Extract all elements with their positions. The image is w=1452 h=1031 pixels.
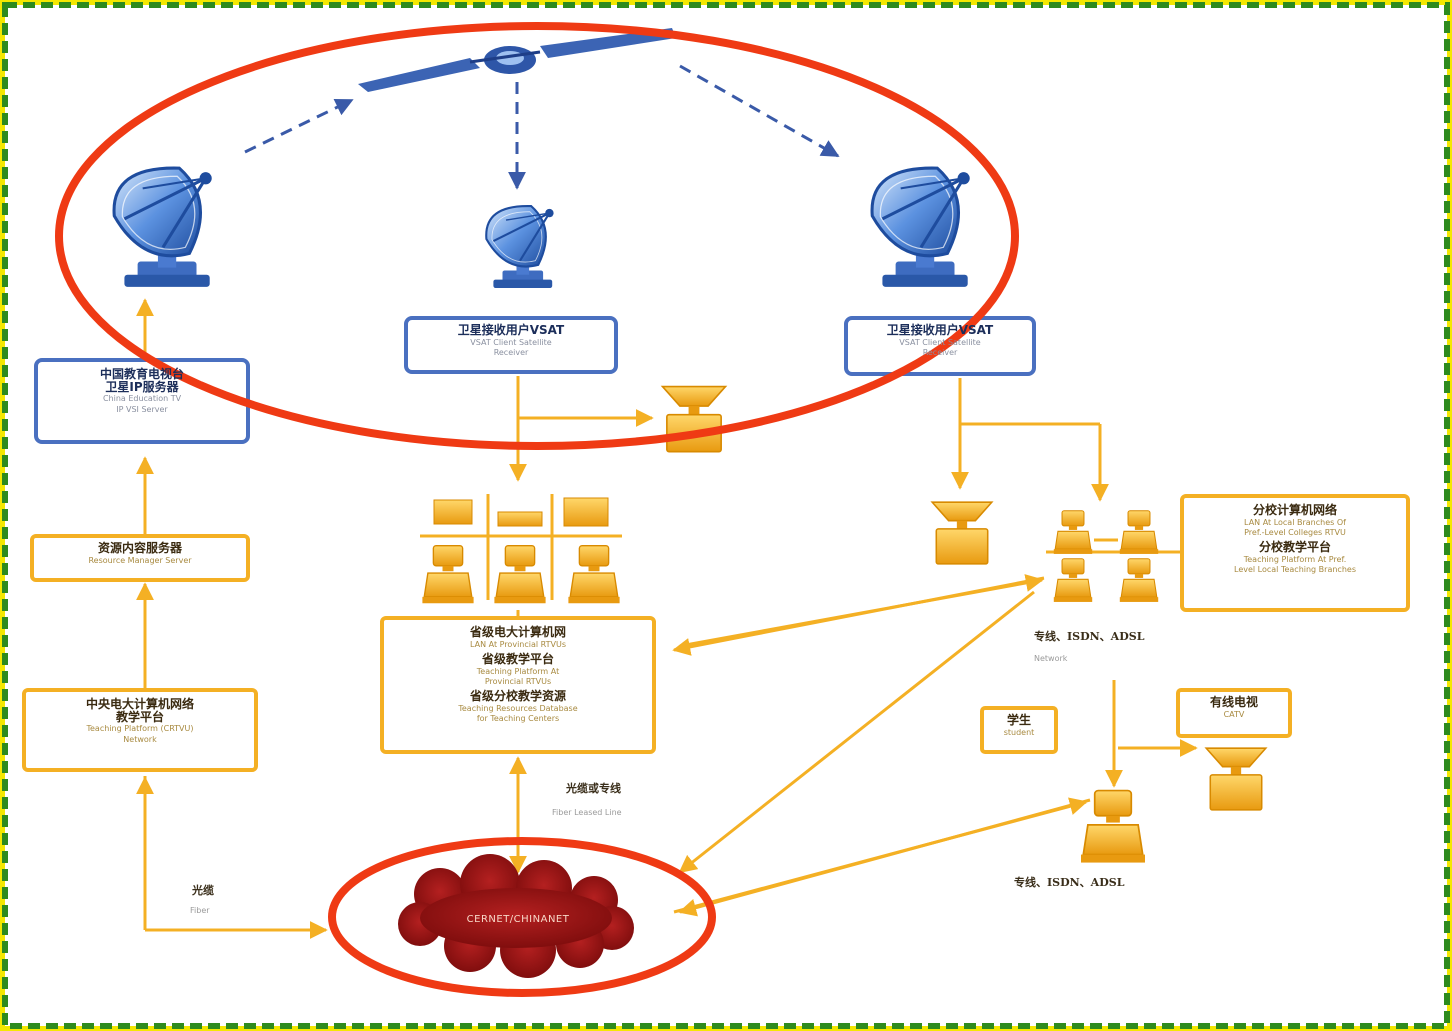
student-zh: 学生 bbox=[1006, 713, 1031, 727]
network-cloud-icon bbox=[398, 854, 634, 978]
central-platform-zh2: 教学平台 bbox=[115, 709, 164, 724]
fiber-label: 光缆 bbox=[192, 884, 214, 897]
provincial-en1: LAN At Provincial RTVUs bbox=[469, 639, 567, 649]
cloud-label: CERNET/CHINANET bbox=[466, 914, 570, 925]
tv-set-icon bbox=[661, 385, 727, 453]
central-platform-zh1: 中央电大计算机网络 bbox=[85, 697, 194, 711]
left-server-text: 中国教育电视台 卫星IP服务器 China Education TV IP VS… bbox=[40, 368, 244, 414]
cable-tv-en: CATV bbox=[1223, 709, 1245, 719]
branch-en1a: LAN At Local Branches Of bbox=[1244, 517, 1346, 527]
provincial-zh2: 省级教学平台 bbox=[481, 651, 554, 666]
sat-receiver-1-box bbox=[404, 316, 618, 374]
cable-tv-box bbox=[1176, 688, 1292, 738]
provincial-en3a: Teaching Resources Database bbox=[458, 703, 578, 713]
provincial-en2a: Teaching Platform At bbox=[476, 666, 560, 676]
highlight-cloud-ellipse bbox=[328, 837, 716, 997]
resource-service-text: 资源内容服务器 Resource Manager Server bbox=[36, 542, 244, 565]
provincial-en3b: for Teaching Centers bbox=[476, 714, 560, 724]
sat-receiver-2-en1: VSAT Client Satellite bbox=[899, 337, 981, 347]
computer-terminal-icon bbox=[563, 497, 609, 527]
orange-connectors bbox=[136, 298, 1198, 939]
branch-zh2: 分校教学平台 bbox=[1258, 540, 1331, 555]
access-bottom-label: 专线、ISDN、ADSL bbox=[1014, 876, 1125, 889]
provincial-box bbox=[380, 616, 656, 754]
sat-receiver-2-en2: Receiver bbox=[922, 347, 958, 357]
cable-tv-zh: 有线电视 bbox=[1209, 695, 1258, 709]
access-top-label: 专线、ISDN、ADSL bbox=[1034, 630, 1145, 643]
student-text: 学生 student bbox=[986, 714, 1052, 737]
provincial-zh3: 省级分校教学资源 bbox=[469, 689, 566, 704]
left-server-zh2: 卫星IP服务器 bbox=[105, 379, 179, 394]
tv-set-icon bbox=[1205, 747, 1267, 811]
sat-receiver-1-en2: Receiver bbox=[493, 347, 529, 357]
branch-zh1: 分校计算机网络 bbox=[1252, 503, 1337, 517]
fiber-leased-label: 光缆或专线 bbox=[566, 782, 621, 795]
resource-service-en: Resource Manager Server bbox=[88, 555, 192, 565]
computer-terminal-icon bbox=[433, 499, 473, 525]
sat-receiver-1-zh: 卫星接收用户VSAT bbox=[457, 323, 565, 337]
access-top-sublabel: Network bbox=[1034, 654, 1068, 663]
central-platform-text: 中央电大计算机网络 教学平台 Teaching Platform (CRTVU)… bbox=[28, 698, 252, 744]
left-server-en1: China Education TV bbox=[102, 394, 182, 404]
sat-receiver-1-text: 卫星接收用户VSAT VSAT Client Satellite Receive… bbox=[410, 324, 612, 357]
left-server-en2: IP VSI Server bbox=[116, 404, 168, 414]
fiber-sublabel: Fiber bbox=[190, 906, 210, 915]
central-platform-box bbox=[22, 688, 258, 772]
left-server-zh1: 中国教育电视台 bbox=[99, 367, 184, 381]
tv-set-icon bbox=[931, 501, 993, 565]
branch-text: 分校计算机网络 LAN At Local Branches Of Pref.-L… bbox=[1186, 504, 1404, 575]
downlink-arrow-right bbox=[679, 64, 840, 158]
provincial-terminal-grid bbox=[420, 494, 622, 604]
branch-en1b: Pref.-Level Colleges RTVU bbox=[1244, 527, 1346, 537]
satellite-icon bbox=[358, 28, 676, 92]
sat-receiver-2-zh: 卫星接收用户VSAT bbox=[886, 323, 994, 337]
resource-service-zh: 资源内容服务器 bbox=[97, 541, 182, 555]
sat-receiver-1-en1: VSAT Client Satellite bbox=[470, 337, 552, 347]
highlight-satellite-ellipse bbox=[55, 22, 1019, 450]
sat-receiver-2-text: 卫星接收用户VSAT VSAT Client Satellite Receive… bbox=[850, 324, 1030, 357]
central-platform-en1: Teaching Platform (CRTVU) bbox=[86, 724, 194, 734]
branch-en2b: Level Local Teaching Branches bbox=[1234, 565, 1356, 575]
branch-en2a: Teaching Platform At Pref. bbox=[1243, 554, 1347, 564]
fiber-leased-sublabel: Fiber Leased Line bbox=[552, 808, 622, 817]
computer-terminal-icon bbox=[497, 511, 543, 527]
cable-tv-text: 有线电视 CATV bbox=[1182, 696, 1286, 719]
branch-box bbox=[1180, 494, 1410, 612]
student-en: student bbox=[1003, 727, 1035, 737]
satellite-links bbox=[244, 64, 840, 190]
central-platform-en2: Network bbox=[123, 734, 157, 744]
resource-service-box bbox=[30, 534, 250, 582]
provincial-en2b: Provincial RTVUs bbox=[484, 676, 552, 686]
provincial-zh1: 省级电大计算机网 bbox=[469, 625, 566, 639]
provincial-text: 省级电大计算机网 LAN At Provincial RTVUs 省级教学平台 … bbox=[386, 626, 650, 724]
student-box bbox=[980, 706, 1058, 754]
box-frames bbox=[22, 316, 1410, 772]
